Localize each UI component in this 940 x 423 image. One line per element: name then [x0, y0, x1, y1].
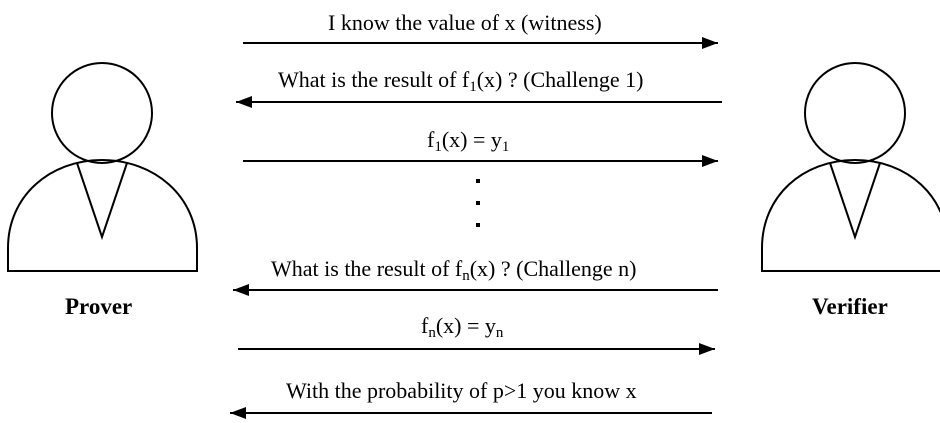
message-m3: f1(x) = y1 [427, 127, 510, 155]
m5-f: f [421, 313, 429, 338]
m4-post: (x) ? (Challenge n) [469, 256, 637, 281]
message-m2: What is the result of f1(x) ? (Challenge… [278, 67, 644, 95]
m5-mid: (x) = y [435, 313, 496, 338]
prover-label: Prover [65, 294, 133, 319]
m3-f: f [427, 127, 435, 152]
m5-ysub: n [495, 325, 504, 341]
m2-sub: 1 [469, 79, 477, 95]
m4-pre: What is the result of f [271, 256, 463, 281]
message-m5: fn(x) = yn [421, 313, 504, 341]
m2-post: (x) ? (Challenge 1) [476, 67, 644, 92]
m3-ysub: 1 [501, 139, 510, 155]
m3-fsub: 1 [434, 139, 442, 155]
m2-pre: What is the result of f [278, 67, 470, 92]
message-m6: With the probability of p>1 you know x [286, 378, 637, 403]
verifier-label: Verifier [812, 294, 888, 319]
message-m1: I know the value of x (witness) [328, 10, 602, 35]
m4-sub: n [462, 268, 470, 284]
message-m4: What is the result of fn(x) ? (Challenge… [271, 256, 637, 284]
m3-mid: (x) = y [441, 127, 502, 152]
prover-person-icon [7, 62, 198, 272]
verifier-person-icon [761, 62, 940, 272]
m5-fsub: n [428, 325, 436, 341]
